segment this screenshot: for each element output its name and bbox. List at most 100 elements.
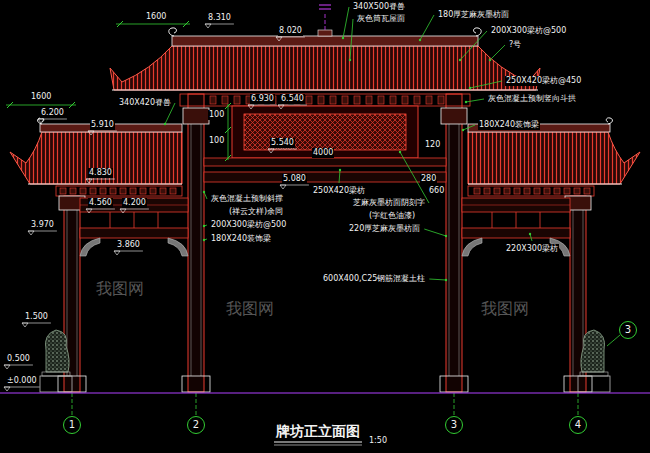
elevation-text: 6.200 bbox=[40, 108, 65, 118]
leader-dot bbox=[445, 279, 447, 281]
leader-dot bbox=[529, 233, 531, 235]
axis-line bbox=[578, 393, 579, 415]
bracket-set bbox=[120, 188, 126, 194]
elevation-symbol bbox=[248, 105, 254, 109]
elevation-text: 5.080 bbox=[282, 174, 307, 184]
column-base bbox=[182, 376, 210, 392]
watermark: 我图网 bbox=[480, 300, 530, 318]
bracket-set bbox=[484, 188, 490, 194]
plaque-panel bbox=[244, 114, 406, 150]
leader-line bbox=[460, 31, 487, 60]
detail-leader bbox=[607, 335, 620, 346]
elevation-text: 3.860 bbox=[116, 240, 141, 250]
cloud-brace bbox=[80, 238, 100, 256]
leader-dot bbox=[203, 225, 205, 227]
scale-text: 1:50 bbox=[368, 436, 388, 446]
annotation-text: 200X300梁枋@500 bbox=[490, 26, 567, 36]
axis-number: 1 bbox=[69, 419, 75, 431]
annotation-lines bbox=[4, 7, 532, 445]
beam-post bbox=[492, 212, 493, 228]
cloud-brace bbox=[462, 238, 482, 256]
decor-beam bbox=[462, 228, 570, 238]
bracket-set bbox=[504, 188, 510, 194]
bracket-set bbox=[130, 188, 136, 194]
leader-dot bbox=[399, 151, 401, 153]
beam-post bbox=[110, 212, 111, 228]
elevation-symbol bbox=[4, 365, 10, 369]
bracket-set bbox=[564, 188, 570, 194]
bracket-set bbox=[524, 188, 530, 194]
annotation-text: 灰色混凝土预制斜撑 bbox=[210, 194, 284, 204]
elevation-text: 4.560 bbox=[88, 198, 113, 208]
main-roof bbox=[110, 46, 540, 90]
dimension-text: 660 bbox=[428, 186, 445, 196]
dimension-tick bbox=[225, 103, 231, 109]
annotation-text: 180厚芝麻灰墨枋面 bbox=[437, 10, 510, 20]
beam-post bbox=[516, 212, 517, 228]
bracket-set bbox=[438, 96, 444, 104]
dimension-tick bbox=[225, 155, 231, 161]
watermark: 我图网 bbox=[95, 280, 145, 298]
elevation-symbol bbox=[278, 105, 284, 109]
dimension-tick bbox=[69, 102, 75, 108]
cloud-brace bbox=[168, 238, 188, 256]
bracket-set bbox=[554, 188, 560, 194]
side-roof bbox=[468, 132, 640, 184]
leader-line bbox=[420, 15, 434, 40]
leader-line bbox=[350, 19, 353, 60]
bracket-set bbox=[378, 96, 384, 104]
dimension-tick bbox=[225, 127, 231, 133]
leader-line bbox=[463, 125, 475, 130]
lion-plinth bbox=[42, 372, 70, 376]
bracket-set bbox=[366, 96, 372, 104]
leader-dot bbox=[445, 235, 447, 237]
leader-dot bbox=[462, 129, 464, 131]
annotation-text: 220X300梁枋 bbox=[505, 244, 559, 254]
axis-line bbox=[454, 393, 455, 415]
right-half bbox=[440, 94, 640, 415]
bracket-set bbox=[514, 188, 520, 194]
beam-line bbox=[462, 205, 570, 206]
elevation-symbol bbox=[86, 179, 92, 183]
bracket-set bbox=[402, 96, 408, 104]
annotation-text: 灰色筒瓦屋面 bbox=[356, 14, 406, 24]
axis-bubble: 1 bbox=[63, 416, 81, 434]
column-line bbox=[201, 124, 202, 376]
dimension-text: 4000 bbox=[312, 148, 334, 158]
detail-callout: 3 bbox=[619, 321, 637, 339]
bracket-set bbox=[574, 188, 580, 194]
ridge-beast bbox=[169, 28, 177, 36]
dimension-line bbox=[116, 24, 190, 25]
axis-number: 3 bbox=[451, 419, 457, 431]
bracket-set bbox=[330, 96, 336, 104]
bracket-set bbox=[306, 96, 312, 104]
drawing-title: 牌坊正立面图 bbox=[276, 423, 360, 440]
center-mark bbox=[319, 5, 331, 6]
elevation-symbol bbox=[28, 231, 34, 235]
dimension-text: 100 bbox=[208, 110, 225, 120]
side-beam bbox=[80, 198, 188, 212]
bracket-set bbox=[222, 96, 228, 104]
bracket-set bbox=[60, 188, 66, 194]
leader-dot bbox=[342, 37, 344, 39]
beam-post bbox=[134, 212, 135, 228]
elevation-text: ±0.000 bbox=[6, 376, 38, 386]
main-ridge bbox=[172, 36, 478, 46]
leader-dot bbox=[164, 123, 166, 125]
leader-dot bbox=[459, 59, 461, 61]
leader-line bbox=[466, 99, 484, 102]
elevation-symbol bbox=[114, 251, 120, 255]
elevation-symbol bbox=[22, 323, 28, 327]
axis-bubble: 4 bbox=[569, 416, 587, 434]
elevation-text: 0.500 bbox=[6, 354, 31, 364]
lion-plinth bbox=[580, 372, 608, 376]
leader-dot bbox=[349, 59, 351, 61]
axis-bubble: 2 bbox=[187, 416, 205, 434]
elevation-symbol bbox=[120, 209, 126, 213]
elevation-text: 8.310 bbox=[207, 13, 232, 23]
column-line bbox=[573, 210, 574, 376]
leader-dot bbox=[203, 239, 205, 241]
annotation-text: 220厚芝麻灰墨枋面 bbox=[348, 224, 421, 234]
bracket-set bbox=[342, 96, 348, 104]
